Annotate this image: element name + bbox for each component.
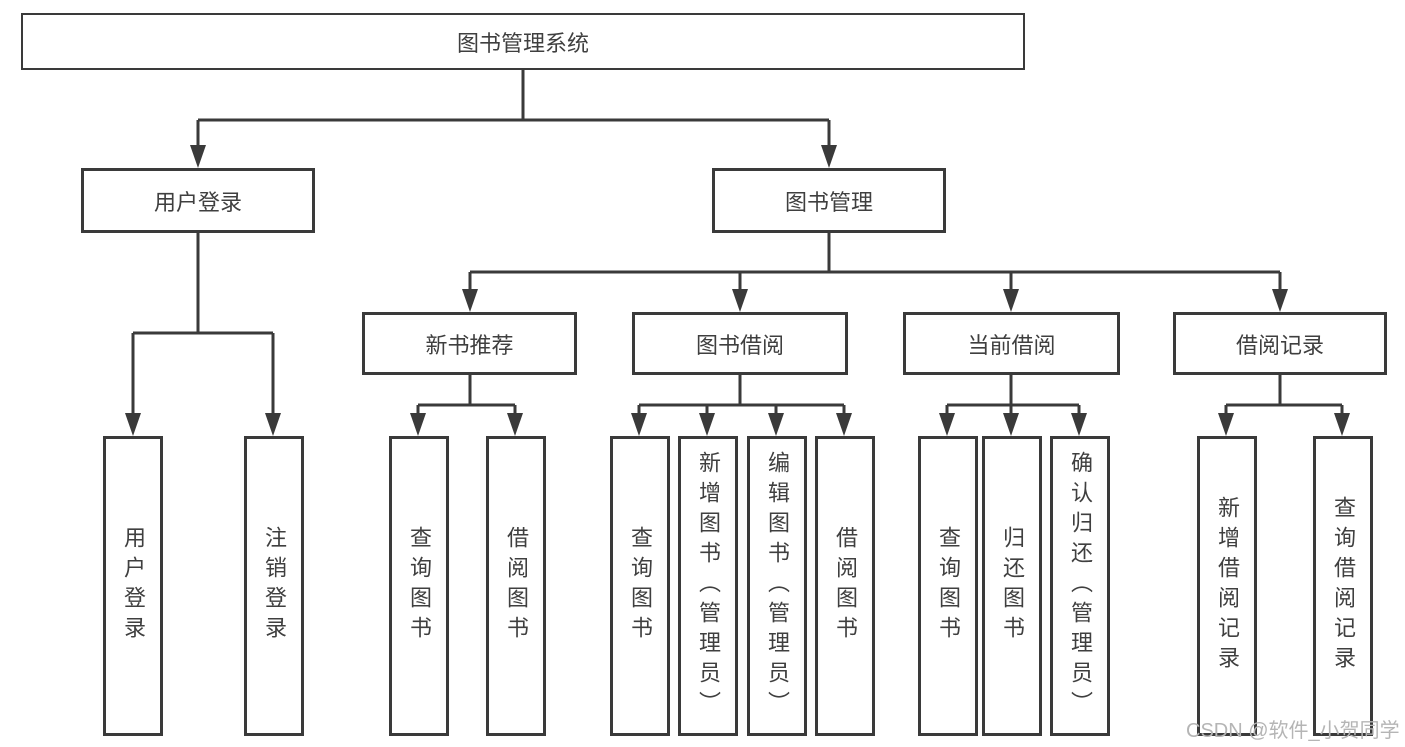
leaf-label: 确认归还（管理员） [1068,451,1093,721]
node-label: 图书管理系统 [456,30,589,56]
node-book-borrow: 图书借阅 [632,312,848,375]
leaf-label: 归还图书 [1000,526,1025,646]
edge-userlogin-to-leaves [131,233,275,418]
node-label: 当前借阅 [967,332,1056,358]
leaf-borrow-books-recommend: 借阅图书 [486,436,546,736]
node-system-root: 图书管理系统 [21,13,1025,70]
edge-bookborrow-to-leaves [637,375,846,418]
leaf-label: 借阅图书 [504,526,529,646]
leaf-label: 查询图书 [628,526,653,646]
edge-bookmgmt-to-modules [468,233,1282,294]
node-user-login: 用户登录 [81,168,315,233]
node-new-book-recommend: 新书推荐 [362,312,577,375]
leaf-add-book-admin: 新增图书（管理员） [678,436,738,736]
node-borrow-records: 借阅记录 [1173,312,1387,375]
leaf-borrow-books: 借阅图书 [815,436,875,736]
leaf-logout: 注销登录 [244,436,304,736]
leaf-label: 编辑图书（管理员） [765,451,790,721]
leaf-confirm-return-admin: 确认归还（管理员） [1050,436,1110,736]
leaf-label: 查询图书 [936,526,961,646]
leaf-query-books-recommend: 查询图书 [389,436,449,736]
edge-currentborrow-to-leaves [945,375,1081,418]
leaf-label: 借阅图书 [833,526,858,646]
edge-root-to-level2 [196,70,831,150]
node-book-management: 图书管理 [712,168,946,233]
leaf-query-books-borrow: 查询图书 [610,436,670,736]
edge-borrowrecords-to-leaves [1224,375,1344,418]
leaf-label: 用户登录 [121,526,146,646]
leaf-label: 查询图书 [407,526,432,646]
csdn-watermark: CSDN @软件_小贺同学 [1186,720,1400,742]
leaf-label: 新增借阅记录 [1215,496,1240,676]
leaf-return-book: 归还图书 [982,436,1042,736]
leaf-query-books-current: 查询图书 [918,436,978,736]
leaf-query-borrow-record: 查询借阅记录 [1313,436,1373,736]
node-label: 借阅记录 [1235,332,1324,358]
edge-newbookrec-to-leaves [416,375,517,418]
leaf-user-login: 用户登录 [103,436,163,736]
node-label: 新书推荐 [425,332,514,358]
leaf-label: 新增图书（管理员） [696,451,721,721]
leaf-label: 查询借阅记录 [1331,496,1356,676]
node-label: 图书借阅 [695,332,784,358]
leaf-label: 注销登录 [262,526,287,646]
arrowheads [125,145,1350,436]
node-current-borrow: 当前借阅 [903,312,1120,375]
leaf-add-borrow-record: 新增借阅记录 [1197,436,1257,736]
node-label: 图书管理 [784,189,873,215]
leaf-edit-book-admin: 编辑图书（管理员） [747,436,807,736]
node-label: 用户登录 [153,189,242,215]
